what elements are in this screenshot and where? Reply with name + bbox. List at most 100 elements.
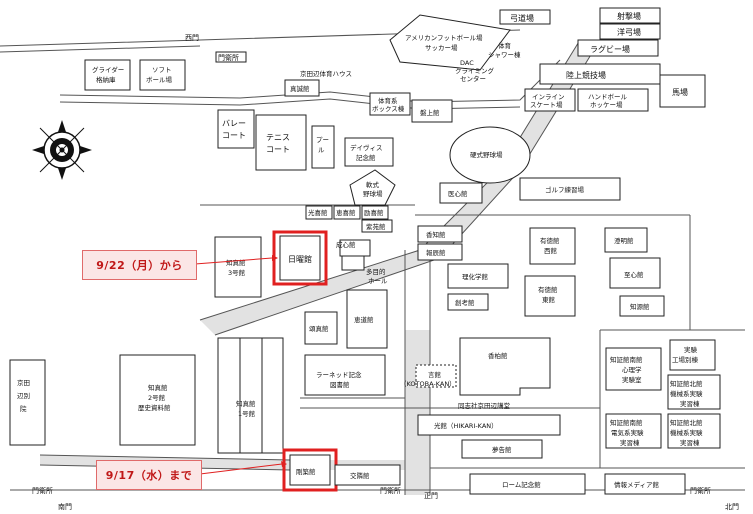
building-mukokan [461, 439, 543, 459]
svg-text:記念館: 記念館 [356, 153, 376, 162]
svg-text:実験室: 実験室 [622, 375, 642, 384]
svg-text:同志社京田辺講堂: 同志社京田辺講堂 [458, 401, 511, 410]
svg-text:光館（HIKARI-KAN）: 光館（HIKARI-KAN） [434, 421, 498, 430]
svg-text:東館: 東館 [542, 295, 556, 304]
svg-text:機械系実験: 機械系実験 [670, 428, 703, 437]
svg-text:門衛所: 門衛所 [690, 486, 711, 495]
svg-text:ハンドボール: ハンドボール [588, 93, 628, 101]
svg-text:体育: 体育 [498, 41, 512, 50]
svg-text:ボール場: ボール場 [146, 75, 173, 84]
building-kyohakukan [459, 337, 551, 396]
svg-text:知真館: 知真館 [236, 399, 256, 408]
building-davis [344, 137, 394, 167]
svg-text:知証館南館: 知証館南館 [610, 355, 643, 364]
callout-from-label: 9/22（月）から [96, 259, 183, 272]
svg-text:2号館: 2号館 [148, 393, 166, 402]
lower-right-area: 言館 （KOTOBA-KAN） 香柏館 同志社京田辺講堂 光館（HIKARI-K… [400, 337, 721, 495]
svg-text:（KOTOBA-KAN）: （KOTOBA-KAN） [400, 380, 456, 388]
svg-text:有徳館: 有徳館 [540, 236, 560, 245]
svg-text:クライミング: クライミング [455, 66, 495, 75]
svg-text:射撃場: 射撃場 [617, 11, 641, 21]
building-american-football [389, 14, 511, 71]
svg-text:実験: 実験 [684, 345, 698, 354]
building-koshiki-yakyu [449, 126, 531, 184]
svg-text:デイヴィス: デイヴィス [350, 143, 383, 152]
building-chigenkan [619, 295, 665, 317]
building-jikken-kojo [669, 339, 716, 371]
building-learner-library [304, 354, 386, 396]
svg-text:創考館: 創考館 [455, 298, 475, 307]
svg-text:日曜館: 日曜館 [288, 254, 312, 264]
svg-text:京田辺体育ハウス: 京田辺体育ハウス [300, 69, 352, 78]
building-chishinkan-3 [214, 236, 262, 298]
lower-left-area: 知真館 3号館 頌真館 恵道館 京田 辺別 院 知真館 2号館 歴史資料館 知真… [9, 236, 401, 492]
building-shagekijo [599, 7, 661, 24]
building-chisho-nan-denki [605, 413, 662, 449]
svg-text:恵道館: 恵道館 [354, 315, 374, 324]
svg-text:グライダー: グライダー [92, 65, 124, 74]
svg-text:心理学: 心理学 [622, 365, 642, 374]
center-area: 医心館 ゴルフ練習場 光喜館 恵喜館 励喜館 紫苑館 日曜館 成心館 多目的 ホ… [272, 177, 665, 317]
svg-text:西門: 西門 [185, 34, 199, 42]
svg-text:香知館: 香知館 [426, 230, 446, 239]
building-golf [519, 177, 621, 201]
building-inline [524, 88, 576, 112]
svg-text:頌真館: 頌真館 [309, 324, 329, 333]
svg-text:ローム記念館: ローム記念館 [502, 480, 541, 489]
svg-text:アメリカンフットボール場: アメリカンフットボール場 [405, 33, 483, 42]
svg-text:医心館: 医心館 [448, 189, 468, 198]
building-glider [84, 59, 131, 91]
svg-text:電気系実験: 電気系実験 [611, 428, 644, 437]
svg-text:門衛所: 門衛所 [32, 486, 53, 495]
svg-text:野球場: 野球場 [363, 189, 383, 198]
svg-text:理化学館: 理化学館 [462, 272, 489, 281]
svg-text:恵喜館: 恵喜館 [336, 208, 356, 217]
svg-text:言館: 言館 [428, 370, 442, 379]
building-nanshiki-yakyu [349, 169, 396, 206]
svg-text:ホール: ホール [368, 277, 388, 285]
svg-text:知証館北館: 知証館北館 [670, 418, 703, 427]
svg-text:知源館: 知源館 [630, 302, 650, 311]
building-kotobakan [415, 364, 457, 388]
building-shinryokan [284, 79, 320, 97]
svg-text:ソフト: ソフト [152, 66, 172, 74]
svg-text:知真館: 知真館 [148, 383, 168, 392]
compass-icon [32, 120, 92, 180]
svg-text:西館: 西館 [544, 246, 558, 255]
building-kochikan [417, 225, 463, 243]
svg-text:機械系実験: 機械系実験 [670, 389, 703, 398]
building-tamokuteki [341, 255, 365, 271]
callout-from: 9/22（月）から [82, 250, 197, 280]
svg-text:格納庫: 格納庫 [96, 75, 116, 84]
svg-text:実習棟: 実習棟 [680, 399, 700, 408]
svg-text:ラグビー場: ラグビー場 [590, 44, 630, 54]
building-volley [217, 109, 255, 149]
sports-area: 弓道場 射撃場 洋弓場 ラグビー場 陸上競技場 馬場 アメリカンフットボール場 … [84, 7, 706, 206]
svg-text:京田: 京田 [17, 378, 30, 387]
building-chisho-nan-shinri [605, 347, 662, 391]
svg-text:光喜館: 光喜館 [308, 208, 328, 217]
building-softball [139, 59, 186, 91]
building-rohm [469, 473, 586, 495]
svg-text:センター: センター [460, 74, 486, 83]
svg-text:有徳館: 有徳館 [538, 285, 558, 294]
svg-text:バレー: バレー [222, 119, 246, 128]
svg-text:シャワー棟: シャワー棟 [488, 50, 521, 59]
svg-text:知証館南館: 知証館南館 [610, 418, 643, 427]
svg-text:門衛所: 門衛所 [218, 53, 239, 62]
building-kosokan [305, 205, 333, 220]
building-chishinkan-2 [119, 354, 196, 446]
building-bajo [659, 74, 706, 108]
svg-text:ホッケー場: ホッケー場 [590, 100, 623, 109]
svg-text:スケート場: スケート場 [530, 100, 563, 109]
svg-text:情報メディア館: 情報メディア館 [614, 480, 660, 489]
svg-text:知真館: 知真館 [226, 258, 246, 267]
svg-text:澄明館: 澄明館 [614, 236, 634, 245]
svg-text:真誠館: 真誠館 [290, 84, 310, 93]
svg-text:院: 院 [20, 404, 27, 413]
svg-text:1号館: 1号館 [238, 409, 256, 418]
building-jokokan [304, 311, 338, 345]
building-chisho-hoku-1 [667, 374, 721, 410]
building-taiikukei-box [369, 92, 411, 116]
